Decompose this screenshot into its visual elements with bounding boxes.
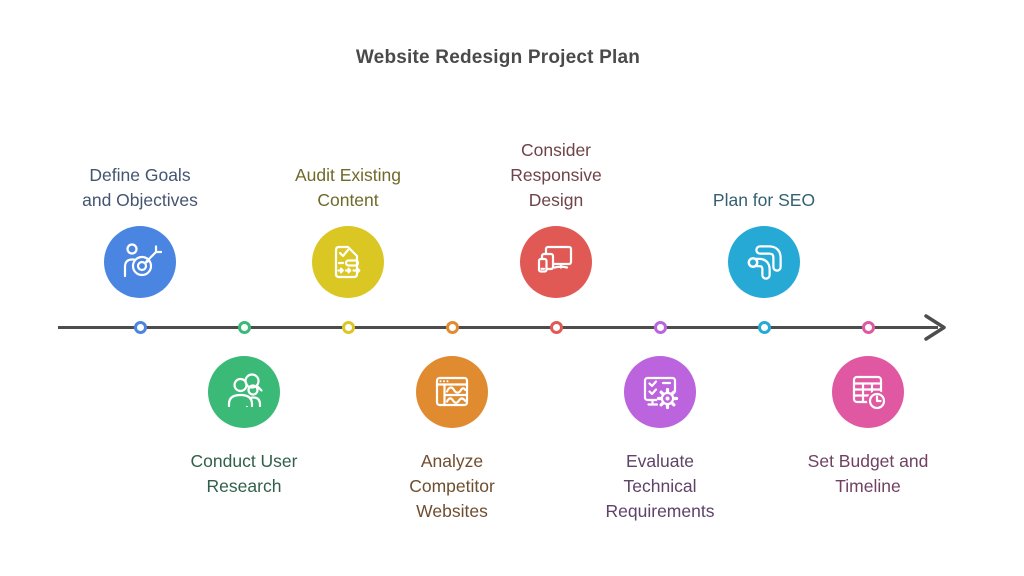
timeline-dot bbox=[445, 321, 459, 334]
timeline-dot bbox=[133, 321, 147, 334]
step-icon-circle bbox=[104, 226, 176, 298]
seo-icon bbox=[747, 245, 782, 280]
step-icon-circle bbox=[728, 226, 800, 298]
step-label: Plan for SEO bbox=[712, 190, 816, 210]
step-label: Set Budget and Timeline bbox=[807, 451, 929, 496]
competitor-analysis-icon bbox=[435, 376, 469, 407]
budget-timeline-icon bbox=[852, 375, 887, 411]
timeline-dot bbox=[757, 321, 771, 334]
step-label: Audit Existing Content bbox=[294, 165, 402, 210]
step-icon-circle bbox=[624, 356, 696, 428]
step-label: Consider Responsive Design bbox=[510, 140, 602, 210]
step-icon-circle bbox=[312, 226, 384, 298]
timeline-dot bbox=[341, 321, 355, 334]
step-label: Analyze Competitor Websites bbox=[409, 451, 495, 521]
timeline-dot bbox=[549, 321, 563, 334]
timeline-axis bbox=[58, 314, 946, 341]
responsive-devices-icon bbox=[537, 245, 573, 273]
goals-target-icon bbox=[123, 243, 162, 278]
content-audit-icon bbox=[334, 245, 361, 279]
step-icon-circle bbox=[520, 226, 592, 298]
timeline-dot bbox=[861, 321, 875, 334]
technical-gear-icon bbox=[643, 376, 679, 410]
page-title: Website Redesign Project Plan bbox=[355, 47, 641, 68]
step-icon-circle bbox=[832, 356, 904, 428]
step-label: Define Goals and Objectives bbox=[82, 165, 198, 210]
step-label: Evaluate Technical Requirements bbox=[605, 451, 715, 521]
user-research-icon bbox=[227, 373, 263, 408]
step-icon-circle bbox=[416, 356, 488, 428]
step-icon-circle bbox=[208, 356, 280, 428]
timeline-dot bbox=[237, 321, 251, 334]
timeline-dot bbox=[653, 321, 667, 334]
arrowhead-icon bbox=[924, 314, 946, 341]
step-label: Conduct User Research bbox=[190, 451, 298, 496]
